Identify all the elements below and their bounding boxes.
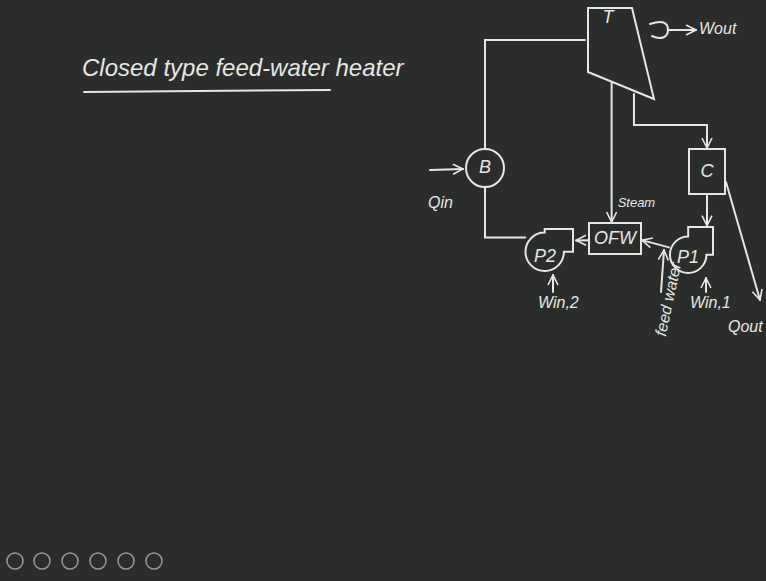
node-label: OFW	[594, 229, 636, 249]
toolbar-icon	[62, 553, 78, 569]
turbine-outline	[585, 2, 657, 102]
flow-line	[576, 239, 588, 241]
flow-label: Steam	[618, 196, 656, 210]
node-label: T	[603, 8, 614, 28]
work-in-arrow	[552, 275, 554, 292]
node-label: B	[479, 158, 491, 178]
heat-label: Qout	[728, 318, 763, 336]
circle-outline	[466, 149, 504, 187]
flow-line	[642, 240, 669, 247]
pump: P2	[522, 226, 576, 274]
slide-toolbar	[7, 553, 162, 569]
flow-line	[485, 40, 585, 148]
work-in-arrow	[705, 278, 707, 292]
flow-line	[634, 94, 707, 148]
open-feed-water-heater: OFW	[588, 222, 642, 255]
condenser: C	[688, 148, 726, 195]
title-underline	[84, 90, 330, 92]
node-label: P2	[534, 247, 556, 267]
toolbar-icon	[118, 553, 134, 569]
work-label: Win,2	[538, 294, 579, 312]
turbine-shaft	[650, 22, 668, 38]
toolbar-icon	[146, 553, 162, 569]
toolbar-icon	[34, 553, 50, 569]
heat-label: Qin	[428, 194, 453, 212]
heat-out-arrow	[726, 182, 760, 300]
work-out-arrow	[668, 29, 696, 31]
turbine: T	[585, 2, 657, 102]
work-label: Wout	[699, 20, 736, 38]
heat-in-arrow	[430, 169, 463, 170]
work-label: Win,1	[690, 294, 731, 312]
turbine-outline	[588, 8, 654, 99]
connector-layer	[485, 40, 707, 247]
pump-outline	[525, 229, 573, 271]
flow-line	[485, 188, 525, 238]
flow-line	[706, 195, 708, 226]
stream-label: feed water	[652, 261, 685, 338]
toolbar-icon	[7, 553, 23, 569]
slide-title: Closed type feed-water heater	[82, 54, 404, 82]
boiler: B	[465, 148, 505, 188]
node-label: C	[701, 162, 714, 182]
toolbar-icon	[90, 553, 106, 569]
flow-line	[611, 82, 613, 222]
